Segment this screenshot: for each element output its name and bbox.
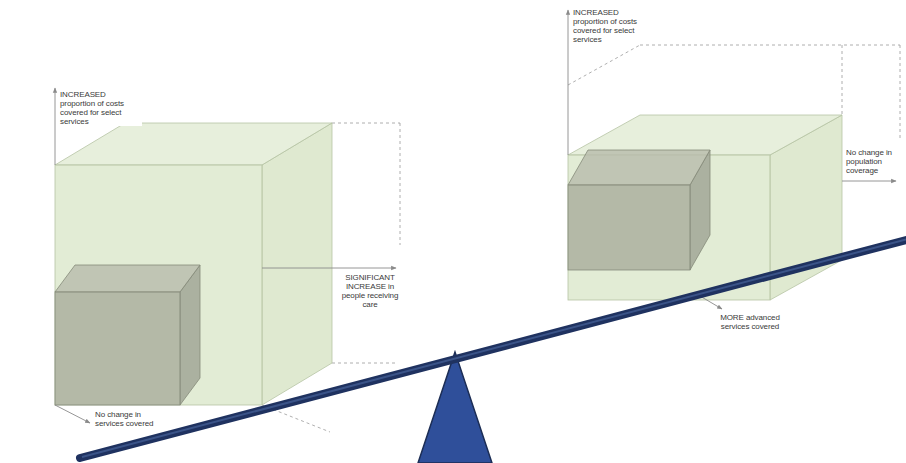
grey-front-face (55, 292, 180, 405)
axis-arrow (55, 405, 90, 423)
green-side-face (262, 123, 332, 405)
grey-top-face (55, 265, 200, 292)
axis-label: INCREASED proportion of costs covered fo… (573, 8, 655, 44)
dashed-frame (568, 45, 640, 85)
label-slot: MORE advanced services covered (714, 313, 786, 331)
green-front-face (55, 165, 262, 405)
axis-label: INCREASED proportion of costs covered fo… (60, 90, 142, 126)
seesaw-beam (80, 240, 906, 458)
axis-label: No change in population coverage (846, 148, 902, 175)
dashed-frame (640, 45, 900, 46)
dashed-frame (842, 45, 843, 115)
axis-label: No change in services covered (95, 410, 165, 428)
beam-highlight (82, 240, 906, 458)
axis-arrow (262, 268, 396, 269)
label-slot: No change in services covered (95, 410, 165, 428)
left-cube (55, 88, 400, 432)
dashed-frame (900, 45, 901, 138)
axis-label: MORE advanced services covered (714, 313, 786, 331)
label-slot: SIGNIFICANT INCREASE in people receiving… (335, 273, 405, 309)
label-slot: No change in population coverage (846, 148, 902, 175)
dashed-frame (400, 123, 401, 245)
axis-arrow (568, 10, 569, 155)
axis-arrow (842, 181, 896, 182)
label-slot: INCREASED proportion of costs covered fo… (60, 90, 142, 126)
grey-front-face (568, 185, 690, 270)
axis-arrow (700, 296, 722, 309)
axis-label: SIGNIFICANT INCREASE in people receiving… (335, 273, 405, 309)
dashed-frame (332, 123, 400, 124)
green-top-face (568, 115, 842, 155)
grey-top-face (568, 150, 710, 185)
axis-arrow (55, 88, 56, 165)
dashed-frame (332, 363, 395, 364)
label-slot: INCREASED proportion of costs covered fo… (573, 8, 655, 44)
green-top-face (55, 123, 332, 165)
